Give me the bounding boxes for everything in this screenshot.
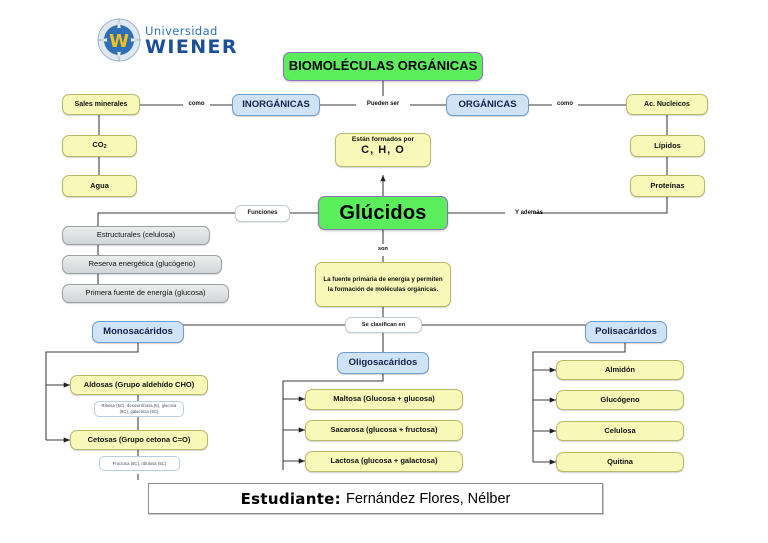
node-estan-formados-por[interactable]: Están formados por C, H, O xyxy=(335,133,431,167)
university-logo: W Universidad WIENER xyxy=(96,14,256,66)
connector-label-pueden-ser: Pueden ser xyxy=(366,100,400,107)
connector-label-funciones[interactable]: Funciones xyxy=(235,205,290,222)
node-co2-label: CO2 xyxy=(92,140,107,151)
node-celulosa[interactable]: Celulosa xyxy=(556,421,684,441)
wiener-compass-w-icon: W xyxy=(96,17,142,63)
connector-label-como-right: como xyxy=(556,100,573,107)
node-polisacaridos[interactable]: Polisacáridos xyxy=(585,321,667,343)
student-footer: Estudiante: Fernández Flores, Nélber xyxy=(148,483,603,514)
node-lipidos[interactable]: Lípidos xyxy=(630,135,705,157)
student-label: Estudiante: xyxy=(240,489,341,508)
formados-line1: Están formados por xyxy=(351,136,415,143)
note-aldosas-examples: Ribosa (5C), desoxirribosa (5), glucosa … xyxy=(94,401,184,417)
connector-label-se-clasifican-en[interactable]: Se clasifican en xyxy=(345,317,422,333)
svg-text:W: W xyxy=(109,31,129,52)
node-biomoleculas-organicas[interactable]: BIOMOLÉCULAS ORGÁNICAS xyxy=(283,52,483,81)
node-glucogeno[interactable]: Glucógeno xyxy=(556,390,684,410)
connector-label-son: son xyxy=(378,246,388,253)
connector-label-como-left: como xyxy=(188,100,205,107)
node-almidon[interactable]: Almidón xyxy=(556,360,684,380)
node-glucidos[interactable]: Glúcidos xyxy=(318,196,448,230)
node-sacarosa[interactable]: Sacarosa (glucosa + fructosa) xyxy=(305,420,463,441)
node-maltosa[interactable]: Maltosa (Glucosa + glucosa) xyxy=(305,389,463,410)
node-estructurales-celulosa[interactable]: Estructurales (celulosa) xyxy=(62,226,210,245)
connector-label-y-ademas: Y además xyxy=(515,209,543,216)
formados-line2: C, H, O xyxy=(361,144,405,157)
node-organicas[interactable]: ORGÁNICAS xyxy=(446,94,529,116)
node-sales-minerales[interactable]: Sales minerales xyxy=(62,94,140,115)
student-name: Fernández Flores, Nélber xyxy=(345,490,511,507)
node-monosacaridos[interactable]: Monosacáridos xyxy=(92,321,184,343)
node-proteinas[interactable]: Proteínas xyxy=(630,175,705,197)
node-co2[interactable]: CO2 xyxy=(62,135,137,157)
node-fuente-primaria[interactable]: La fuente primaria de energía y permiten… xyxy=(315,262,451,307)
node-oligosacaridos[interactable]: Oligosacáridos xyxy=(337,352,429,374)
node-aldosas[interactable]: Aldosas (Grupo aldehído CHO) xyxy=(70,375,208,395)
node-cetosas[interactable]: Cetosas (Grupo cetona C=O) xyxy=(70,430,208,450)
note-cetosas-examples: Fructosa (6C), ribulosa (5C) xyxy=(99,456,180,471)
node-reserva-energetica[interactable]: Reserva energética (glucógeno) xyxy=(62,255,222,274)
node-ac-nucleicos[interactable]: Ac. Nucleicos xyxy=(626,94,708,115)
logo-line2: WIENER xyxy=(145,35,238,58)
node-agua[interactable]: Agua xyxy=(62,175,137,197)
node-quitina[interactable]: Quitina xyxy=(556,452,684,472)
node-primera-fuente-energia[interactable]: Primera fuente de energía (glucosa) xyxy=(62,284,229,303)
node-lactosa[interactable]: Lactosa (glucosa + galactosa) xyxy=(305,451,463,472)
logo-line1: Universidad xyxy=(145,23,218,38)
node-inorganicas[interactable]: INORGÁNICAS xyxy=(232,94,320,116)
